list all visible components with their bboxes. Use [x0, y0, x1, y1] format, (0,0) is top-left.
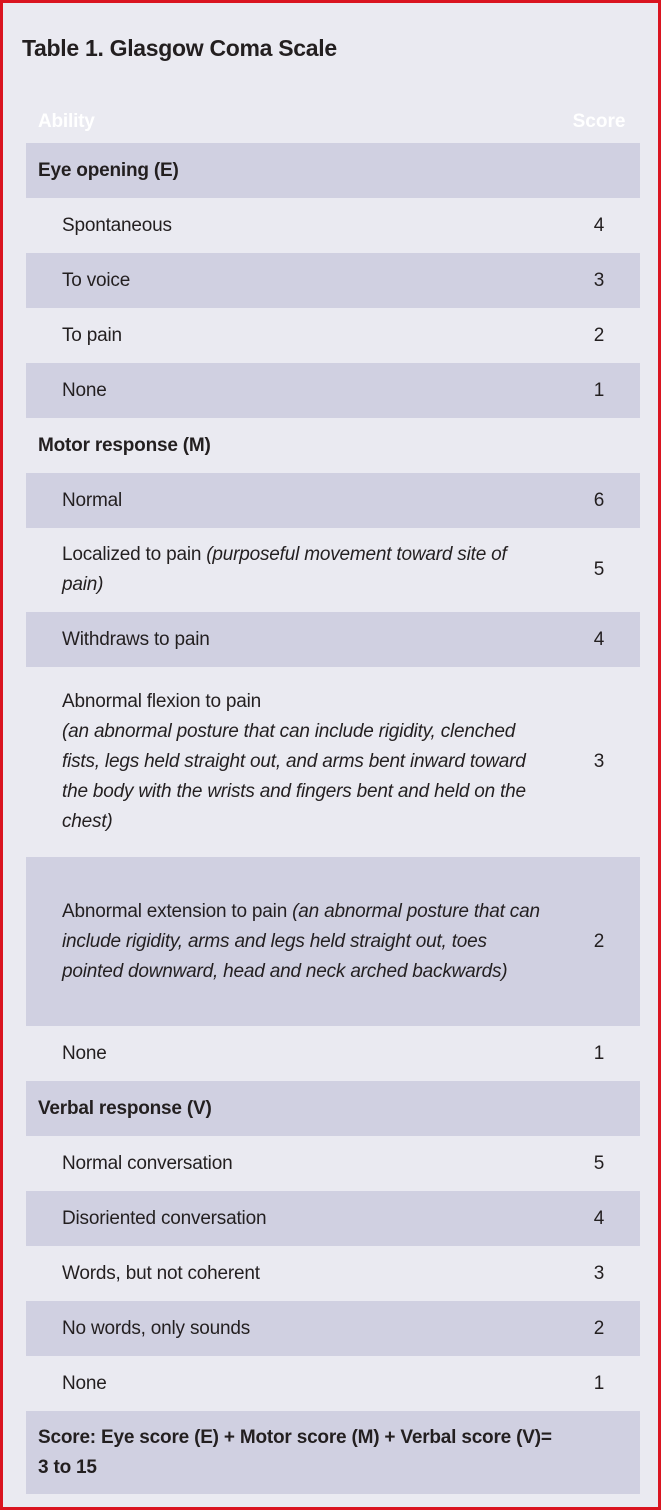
footer-label: Score: Eye score (E) + Motor score (M) +… [26, 1423, 640, 1483]
item-label: Withdraws to pain [62, 628, 210, 650]
item-score: 3 [593, 1262, 605, 1284]
item-label: Normal [62, 489, 123, 511]
item-label-main: Abnormal extension to pain [62, 900, 293, 922]
item-label: To voice [62, 269, 131, 291]
section-label: Motor response (M) [38, 434, 211, 456]
item-score: 2 [593, 1317, 605, 1339]
row-withdraws-to-pain: Withdraws to pain 4 [26, 612, 640, 667]
item-score: 5 [593, 1152, 605, 1174]
row-abnormal-extension: Abnormal extension to pain (an abnormal … [26, 857, 640, 1026]
item-label: Localized to pain (purposeful movement t… [26, 540, 558, 600]
column-header-score: Score [572, 110, 626, 132]
row-eye-opening-section: Eye opening (E) [26, 143, 640, 198]
footer-line-2: 3 to 15 [38, 1456, 97, 1478]
table-title: Table 1. Glasgow Coma Scale [22, 35, 337, 61]
section-label: Verbal response (V) [38, 1097, 212, 1119]
row-abnormal-flexion: Abnormal flexion to pain (an abnormal pos… [26, 667, 640, 857]
item-score: 3 [593, 269, 605, 291]
glasgow-coma-scale-table: Ability Score Eye opening (E) Spontaneou… [26, 100, 640, 1494]
item-label: Abnormal flexion to pain (an abnormal pos… [26, 687, 558, 837]
row-to-pain: To pain 2 [26, 308, 640, 363]
row-normal: Normal 6 [26, 473, 640, 528]
item-score: 2 [593, 930, 605, 952]
item-score: 2 [593, 324, 605, 346]
item-label: None [62, 1372, 107, 1394]
row-to-voice: To voice 3 [26, 253, 640, 308]
item-label: None [62, 379, 107, 401]
row-verbal-response-section: Verbal response (V) [26, 1081, 640, 1136]
item-label-main: Abnormal flexion to pain [62, 691, 262, 712]
item-label-note: (an abnormal posture that can include ri… [62, 721, 526, 832]
item-score: 4 [593, 214, 605, 236]
row-eye-none: None 1 [26, 363, 640, 418]
item-score: 1 [593, 379, 605, 401]
row-words-not-coherent: Words, but not coherent 3 [26, 1246, 640, 1301]
item-score: 5 [593, 559, 605, 580]
row-motor-response-section: Motor response (M) [26, 418, 640, 473]
item-label: Normal conversation [62, 1152, 233, 1174]
column-header-ability: Ability [38, 110, 95, 132]
item-label-note: (an abnormal posture that can include ri… [62, 900, 540, 982]
item-label: To pain [62, 324, 122, 346]
row-disoriented-conversation: Disoriented conversation 4 [26, 1191, 640, 1246]
row-motor-none: None 1 [26, 1026, 640, 1081]
item-label-note: (purposeful movement toward site of pain… [62, 544, 507, 595]
item-label: Disoriented conversation [62, 1207, 267, 1229]
item-score: 6 [593, 489, 605, 511]
row-spontaneous: Spontaneous 4 [26, 198, 640, 253]
item-score: 4 [593, 628, 605, 650]
row-normal-conversation: Normal conversation 5 [26, 1136, 640, 1191]
item-score: 1 [593, 1372, 605, 1394]
row-localized-to-pain: Localized to pain (purposeful movement t… [26, 528, 640, 612]
item-score: 3 [593, 751, 605, 772]
table-header-row: Ability Score [26, 100, 640, 143]
row-total-score-formula: Score: Eye score (E) + Motor score (M) +… [26, 1411, 640, 1494]
section-label: Eye opening (E) [38, 159, 179, 181]
item-label: None [62, 1042, 107, 1064]
row-no-words-only-sounds: No words, only sounds 2 [26, 1301, 640, 1356]
row-verbal-none: None 1 [26, 1356, 640, 1411]
item-label: No words, only sounds [62, 1317, 251, 1339]
footer-line-1: Score: Eye score (E) + Motor score (M) +… [38, 1426, 552, 1448]
item-score: 1 [593, 1042, 605, 1064]
item-label-main: Localized to pain [62, 544, 207, 565]
item-label: Abnormal extension to pain (an abnormal … [26, 897, 558, 987]
item-label: Spontaneous [62, 214, 172, 236]
item-label: Words, but not coherent [62, 1262, 260, 1284]
item-score: 4 [593, 1207, 605, 1229]
